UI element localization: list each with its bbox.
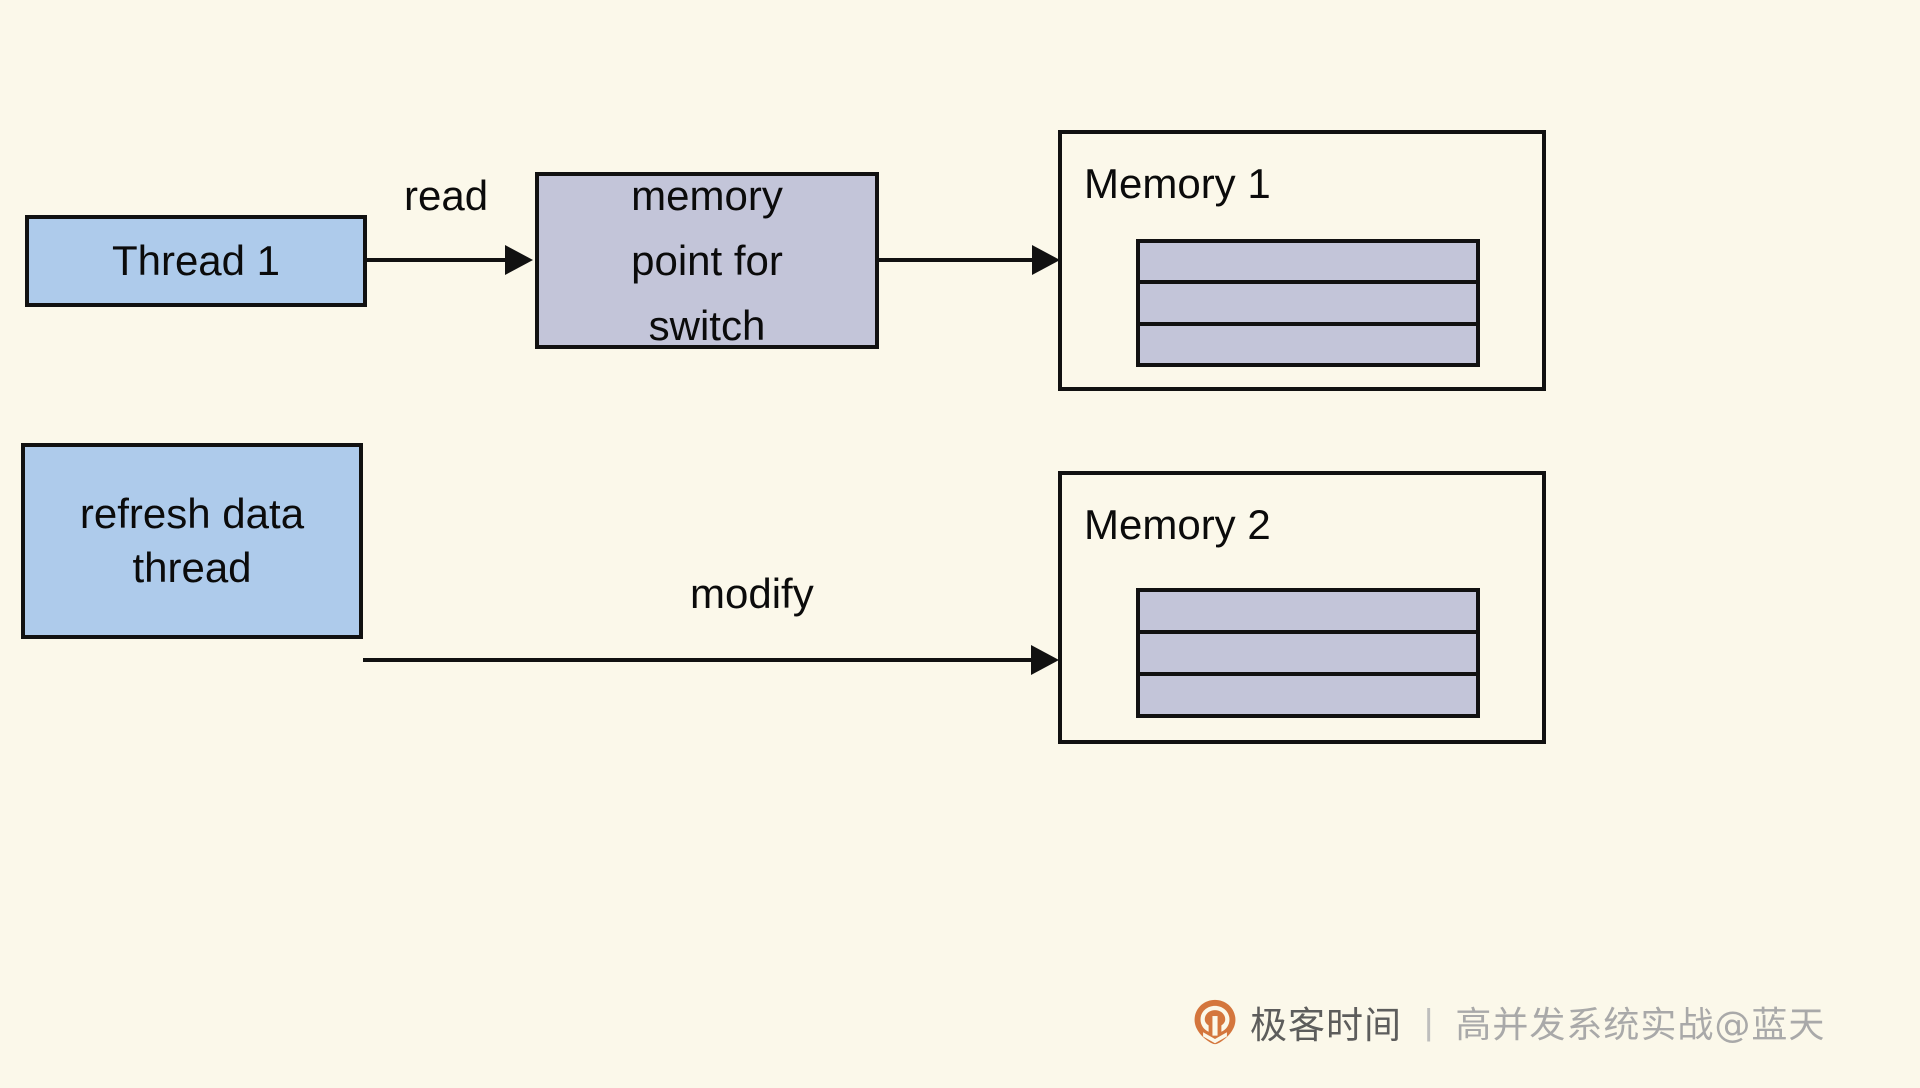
watermark: 极客时间 | 高并发系统实战@蓝天 (1192, 995, 1825, 1049)
memory-2-slot-table (1136, 588, 1480, 718)
memory-2-title: Memory 2 (1084, 501, 1271, 548)
edge-read-label: read (404, 172, 489, 219)
node-refresh-data-thread: refresh data thread (21, 443, 363, 639)
edge-modify-line (363, 658, 1035, 662)
memory-1-slot-row (1140, 243, 1476, 285)
edge-memptr-to-memory-1-arrowhead (1032, 245, 1060, 275)
node-memptr-label-line-2: point for (631, 236, 783, 284)
memory-2-slot-row (1140, 676, 1476, 714)
edge-memptr-to-memory-1-line (878, 258, 1038, 262)
node-thread-1-label: Thread 1 (111, 237, 281, 285)
node-memptr-label-line-1: memory (631, 171, 783, 219)
watermark-separator: | (1424, 1001, 1434, 1042)
node-refresh-thread-label-line-1: refresh data (79, 490, 305, 538)
memory-2-slot-row (1140, 634, 1476, 676)
watermark-brand: 极客时间 (1250, 1004, 1402, 1047)
memory-frame-2: Memory 2 (1058, 471, 1546, 744)
edge-modify-arrowhead (1031, 645, 1059, 675)
node-memory-point-for-switch: memory point for switch (535, 172, 879, 349)
geektime-pin-logo-icon (1194, 999, 1236, 1045)
edge-read-arrowhead (505, 245, 533, 275)
edge-read-line (367, 258, 507, 262)
memory-2-slot-row (1140, 592, 1476, 634)
memory-1-title: Memory 1 (1084, 160, 1271, 207)
node-refresh-thread-label-line-2: thread (132, 544, 252, 591)
memory-1-slot-row (1140, 325, 1476, 363)
node-thread-1: Thread 1 (25, 215, 367, 307)
memory-1-slot-table (1136, 239, 1480, 367)
edge-modify-label: modify (690, 570, 814, 617)
memory-frame-1: Memory 1 (1058, 130, 1546, 391)
watermark-course: 高并发系统实战@蓝天 (1455, 1005, 1826, 1046)
memory-1-slot-row (1140, 284, 1476, 326)
node-memptr-label-line-3: switch (648, 302, 766, 350)
